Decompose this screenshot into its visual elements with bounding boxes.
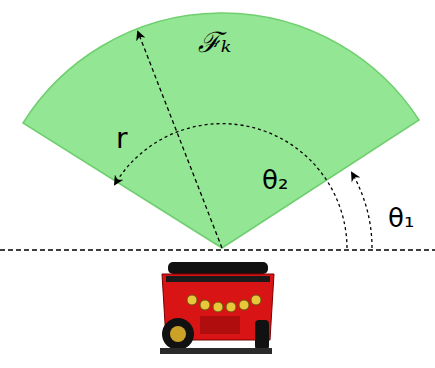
field-of-view-sector: ℱₖ [0,0,435,252]
symbol-label: r [116,122,128,155]
symbol-label: θ₂ [262,165,288,195]
baseline [0,249,435,250]
region-label: ℱₖ [198,22,231,60]
angle-arc [352,173,372,248]
symbol-label: θ₁ [388,203,414,233]
